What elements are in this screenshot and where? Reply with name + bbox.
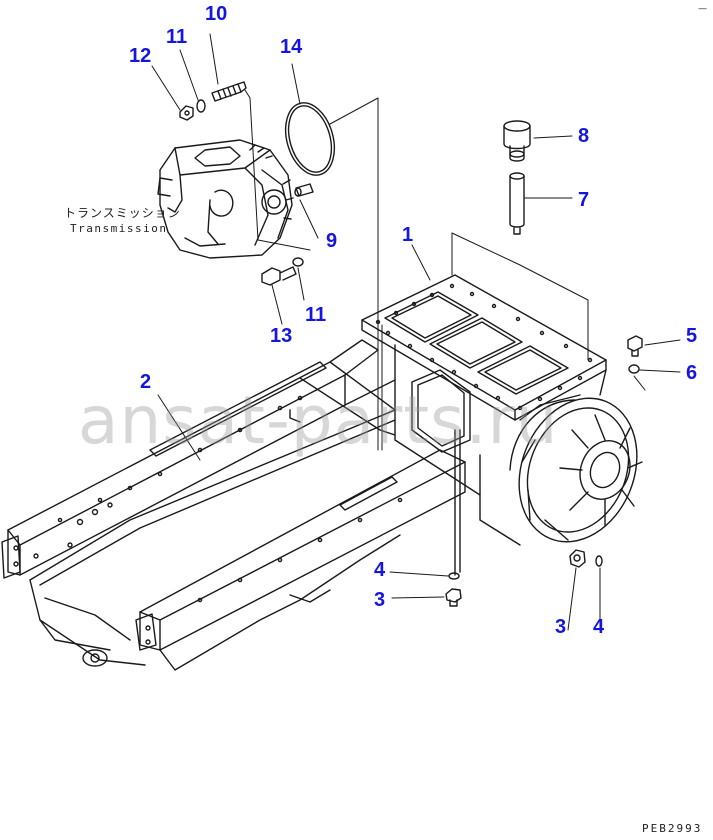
callout-9: 9 bbox=[326, 230, 338, 252]
track-frame-right-rail bbox=[135, 449, 466, 671]
callout-12: 12 bbox=[129, 45, 152, 67]
transmission-label-en: Transmission bbox=[70, 222, 168, 235]
transmission-label-jp: トランスミッション bbox=[64, 206, 181, 220]
washer-6 bbox=[628, 364, 640, 374]
stud-bolt-10 bbox=[211, 81, 247, 102]
gasket-4-center bbox=[448, 572, 460, 580]
callout-1: 1 bbox=[402, 224, 414, 246]
transmission-drawing bbox=[157, 139, 294, 259]
pin-9 bbox=[294, 183, 314, 197]
drawing-code: PEB2993 bbox=[642, 822, 703, 835]
plug-3-right bbox=[569, 549, 586, 568]
callout-4-center: 4 bbox=[374, 559, 386, 581]
callout-11-lower: 11 bbox=[305, 304, 327, 326]
callout-8: 8 bbox=[578, 125, 590, 147]
washer-11-top bbox=[196, 99, 206, 113]
final-drive-flange bbox=[509, 394, 643, 543]
track-frame-2 bbox=[1, 339, 396, 667]
callout-14: 14 bbox=[280, 36, 303, 58]
stopper-8 bbox=[503, 120, 531, 162]
gasket-4-right bbox=[595, 555, 603, 567]
callout-3-right: 3 bbox=[555, 616, 567, 638]
callout-6: 6 bbox=[686, 362, 698, 384]
main-case-1 bbox=[361, 274, 607, 576]
callout-11-top: 11 bbox=[166, 26, 188, 48]
spacer-7 bbox=[509, 172, 525, 235]
corner-mark: — bbox=[698, 4, 707, 14]
bolt-13 bbox=[261, 266, 297, 286]
callout-3-center: 3 bbox=[374, 589, 386, 611]
callout-7: 7 bbox=[578, 189, 590, 211]
nut-12 bbox=[179, 105, 194, 121]
callout-4-right: 4 bbox=[593, 616, 605, 638]
callout-10: 10 bbox=[205, 3, 228, 25]
plug-3-center bbox=[445, 588, 462, 607]
callout-2: 2 bbox=[140, 371, 152, 393]
bolt-5 bbox=[627, 335, 643, 357]
leader-lines bbox=[151, 33, 681, 631]
o-ring-14 bbox=[284, 102, 336, 176]
washer-11-lower bbox=[292, 257, 304, 267]
callout-5: 5 bbox=[686, 325, 698, 347]
callout-13: 13 bbox=[270, 325, 293, 347]
